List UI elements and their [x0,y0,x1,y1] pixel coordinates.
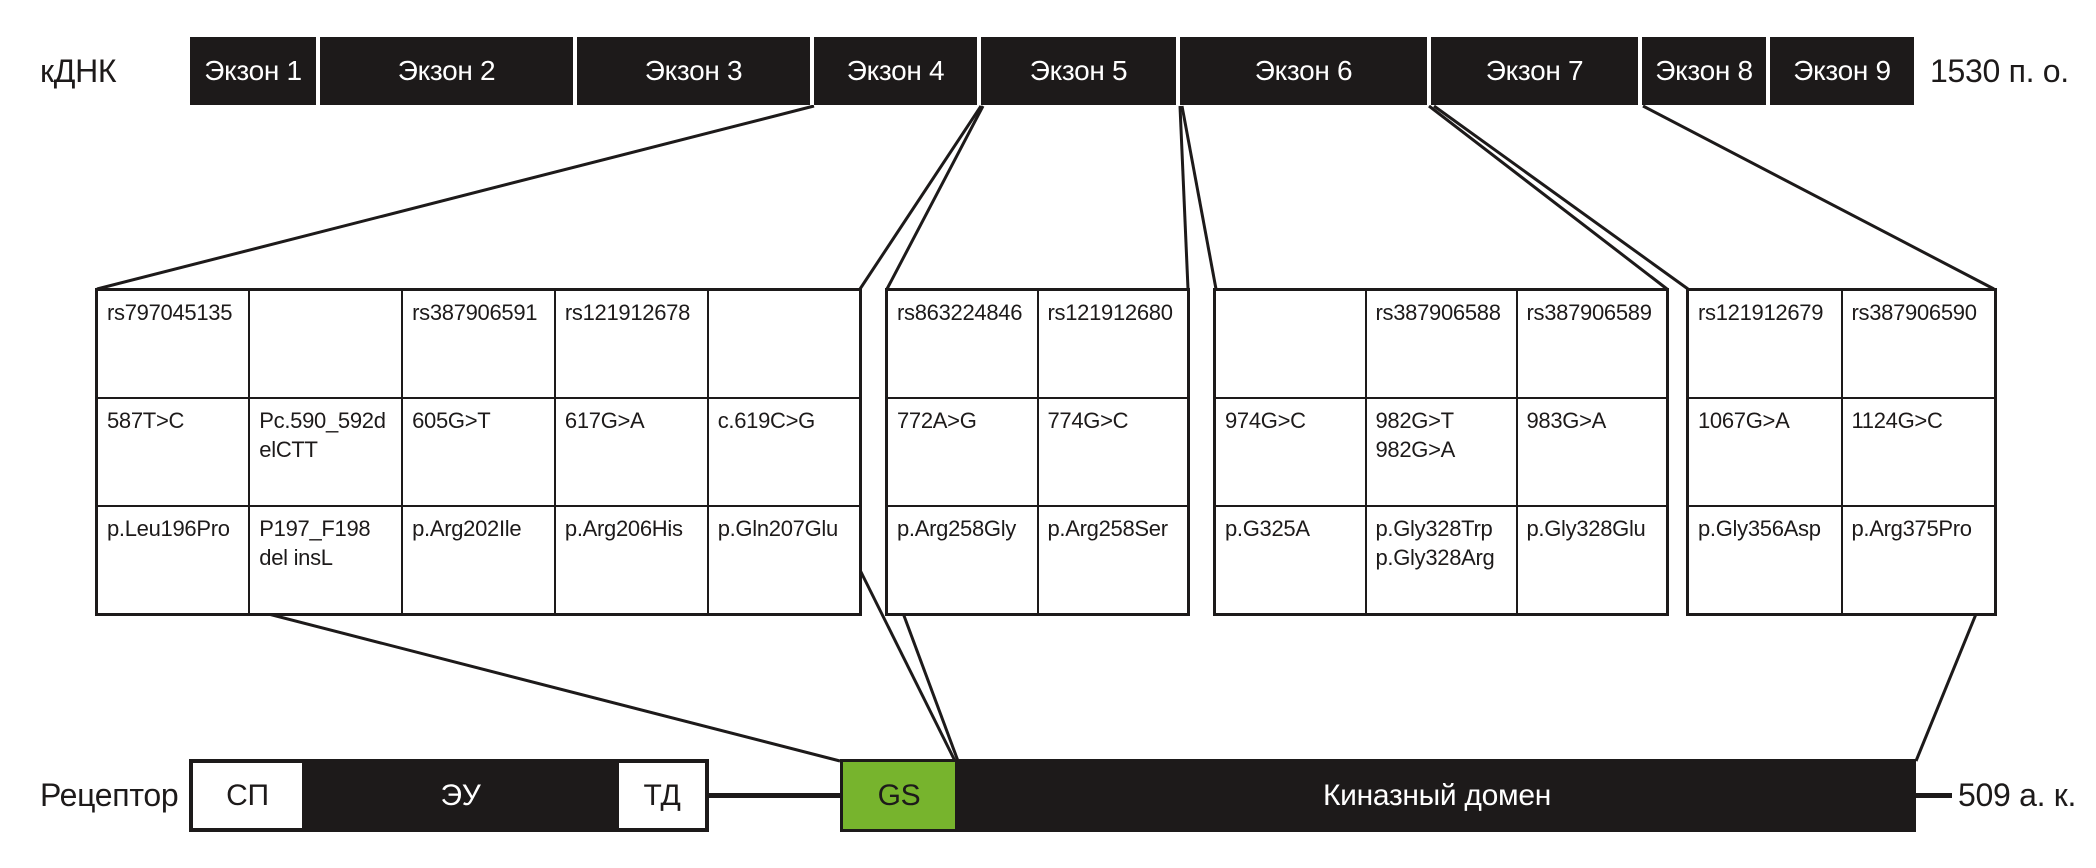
receptor-label: Рецептор [40,777,179,813]
table-cell: p.Arg206His [553,505,709,616]
table-row: rs387906588 rs387906589 [1213,288,1669,399]
connector-exon4-5-to-table1-right [858,105,983,290]
receptor-backbone-line [709,793,840,798]
table-cell: c.619C>G [706,397,862,507]
table-cell: p.G325A [1213,505,1367,616]
table-cell: rs863224846 [885,288,1039,399]
table-cell: rs121912680 [1036,288,1190,399]
table-cell [706,288,862,399]
exon-8-box: Экзон 8 [1642,37,1770,105]
table-cell: 605G>T [401,397,556,507]
connector-exon6-7-to-table4-left [1433,104,1689,291]
cdna-length-label: 1530 п. о. [1930,52,2069,89]
exon-2-box: Экзон 2 [320,37,577,105]
domain-sp-box: СП [189,759,306,832]
table-cell: p.Leu196Pro [95,505,251,616]
table-cell: Pc.590_592d elCTT [248,397,404,507]
table-row: p.G325A p.Gly328Trp p.Gly328Arg p.Gly328… [1213,505,1669,616]
cdna-exon-bar: Экзон 1 Экзон 2 Экзон 3 Экзон 4 Экзон 5 … [190,37,1914,105]
table-cell: rs121912678 [553,288,709,399]
table-cell: p.Gly328Trp p.Gly328Arg [1364,505,1518,616]
table-cell: p.Arg258Gly [885,505,1039,616]
table-cell [248,288,404,399]
table-row: rs797045135 rs387906591 rs121912678 [95,288,862,399]
table-cell: p.Gln207Glu [706,505,862,616]
table-row: p.Gly356Asp p.Arg375Pro [1686,505,1997,616]
exon-1-box: Экзон 1 [190,37,320,105]
table-cell: p.Arg258Ser [1036,505,1190,616]
table-row: 772A>G 774G>C [885,397,1190,507]
receptor-end-line [1916,793,1952,798]
mutation-table-4: rs121912679 rs387906590 1067G>A 1124G>C … [1686,288,1997,616]
table-row: p.Arg258Gly p.Arg258Ser [885,505,1190,616]
table-cell: 974G>C [1213,397,1367,507]
table-row: 587T>C Pc.590_592d elCTT 605G>T 617G>A c… [95,397,862,507]
table-cell: 1067G>A [1686,397,1843,507]
domain-gs-box: GS [840,759,958,832]
table-row: p.Leu196Pro P197_F198 del insL p.Arg202I… [95,505,862,616]
table-cell: p.Gly328Glu [1515,505,1669,616]
exon-3-box: Экзон 3 [577,37,814,105]
table-cell: 587T>C [95,397,251,507]
table-cell: rs387906588 [1364,288,1518,399]
connector-exon6-7-to-table3-right [1428,104,1668,291]
domain-td-box: ТД [615,759,709,832]
table-cell: 774G>C [1036,397,1190,507]
table-cell: 982G>T 982G>A [1364,397,1518,507]
table-row: rs121912679 rs387906590 [1686,288,1997,399]
table-cell: rs121912679 [1686,288,1843,399]
exon-4-box: Экзон 4 [814,37,981,105]
table-row: 1067G>A 1124G>C [1686,397,1997,507]
exon-7-box: Экзон 7 [1431,37,1642,105]
table-cell: rs387906590 [1840,288,1997,399]
table-cell: 617G>A [553,397,709,507]
connector-exon3-4-to-table1-left [96,104,815,291]
connector-exon5-6-to-table3-left [1180,105,1218,290]
table-cell: rs387906591 [401,288,556,399]
mutation-table-1: rs797045135 rs387906591 rs121912678 587T… [95,288,862,616]
table-cell: 1124G>C [1840,397,1997,507]
table-cell: rs387906589 [1515,288,1669,399]
table-cell: p.Arg202Ile [401,505,556,616]
connector-exon5-6-to-table2-right [1178,105,1190,290]
connector-table1-right-to-gs-right [858,569,957,762]
connector-exon7-8-to-table4-right [1642,104,1995,291]
exon-6-box: Экзон 6 [1180,37,1431,105]
exon-5-box: Экзон 5 [981,37,1180,105]
exon-9-box: Экзон 9 [1770,37,1914,105]
receptor-length-label: 509 а. к. [1958,777,2077,813]
connector-exon4-5-to-table2-left [885,105,985,290]
table-cell: rs797045135 [95,288,251,399]
table-cell: p.Gly356Asp [1686,505,1843,616]
table-row: 974G>C 982G>T 982G>A 983G>A [1213,397,1669,507]
mutation-table-2: rs863224846 rs121912680 772A>G 774G>C p.… [885,288,1190,616]
table-cell [1213,288,1367,399]
domain-eu-box: ЭУ [306,759,615,832]
table-cell: P197_F198 del insL [248,505,404,616]
table-cell: 772A>G [885,397,1039,507]
cdna-label: кДНК [40,52,117,89]
mutation-table-3: rs387906588 rs387906589 974G>C 982G>T 98… [1213,288,1669,616]
table-cell: p.Arg375Pro [1840,505,1997,616]
table-cell: 983G>A [1515,397,1669,507]
domain-kinase-box: Киназный домен [958,759,1916,832]
table-row: rs863224846 rs121912680 [885,288,1190,399]
